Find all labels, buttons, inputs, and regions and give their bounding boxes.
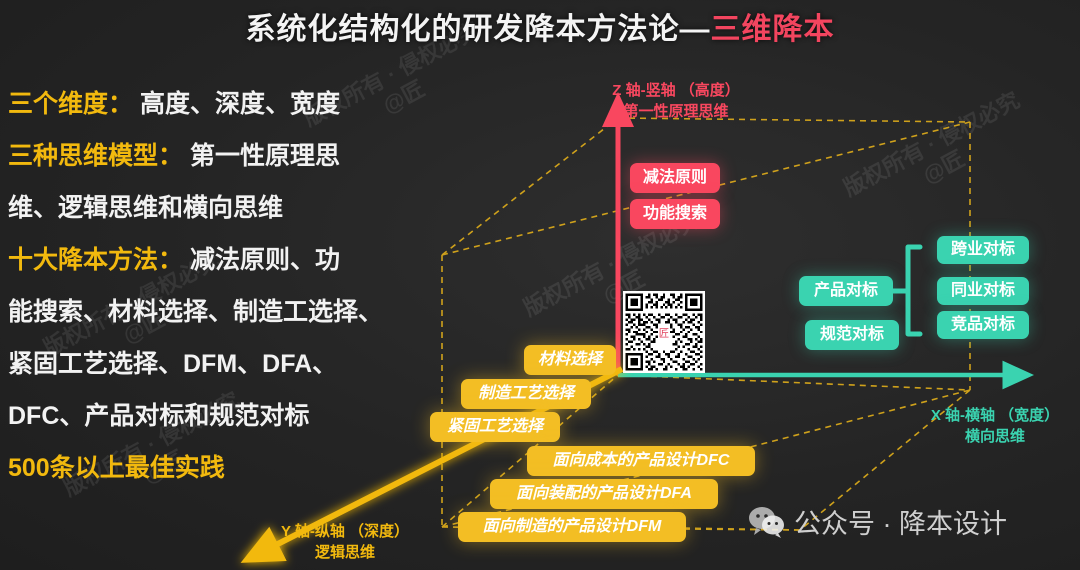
left-line-1-value: 高度、深度、宽度 — [139, 90, 340, 118]
x-axis-caption-line2: 横向思维 — [964, 428, 1025, 445]
left-line-3-value: 维、逻辑思维和横向思维 — [8, 194, 284, 222]
tag-design-for-cost-dfc[interactable]: 面向成本的产品设计DFC — [527, 446, 755, 476]
left-line-4-key: 十大降本方法： — [8, 246, 184, 274]
x-axis-caption: X 轴-横轴 （宽度） 横向思维 — [910, 405, 1080, 447]
left-line-5: 能搜索、材料选择、制造工选择、 — [8, 286, 428, 338]
left-line-4-value: 减法原则、功 — [189, 246, 340, 274]
wechat-icon — [749, 506, 784, 538]
tag-design-for-assembly-dfa[interactable]: 面向装配的产品设计DFA — [490, 479, 718, 509]
tag-design-for-manufacture-dfm[interactable]: 面向制造的产品设计DFM — [458, 512, 686, 542]
z-axis-caption-line2: 第一性原理思维 — [623, 103, 729, 120]
x-axis-caption-line1: X 轴-横轴 （宽度） — [930, 407, 1060, 424]
left-line-6: 紧固工艺选择、DFM、DFA、 — [8, 338, 428, 390]
tag-material-selection[interactable]: 材料选择 — [524, 345, 616, 375]
left-line-7-value: DFC、产品对标和规范对标 — [8, 402, 310, 430]
qr-code[interactable]: 匠 — [623, 291, 705, 373]
y-axis-caption-line1: Y 轴-纵轴 （深度） — [280, 523, 410, 540]
left-highlight: 500条以上最佳实践 — [8, 454, 225, 482]
left-line-7: DFC、产品对标和规范对标 — [8, 390, 428, 442]
left-line-3: 维、逻辑思维和横向思维 — [8, 182, 428, 234]
y-axis-caption-line2: 逻辑思维 — [314, 544, 375, 561]
z-axis-caption-line1: Z 轴-竖轴 （高度） — [612, 82, 740, 99]
y-axis-caption: Y 轴-纵轴 （深度） 逻辑思维 — [255, 521, 435, 563]
left-line-1: 三个维度： 高度、深度、宽度 — [8, 78, 428, 130]
tag-same-industry-benchmark[interactable]: 同业对标 — [937, 277, 1029, 305]
tag-standard-benchmark[interactable]: 规范对标 — [805, 320, 899, 350]
left-line-6-value: 紧固工艺选择、DFM、DFA、 — [8, 350, 338, 378]
left-text-panel: 三个维度： 高度、深度、宽度 三种思维模型： 第一性原理思 维、逻辑思维和横向思… — [8, 78, 428, 494]
tag-cross-industry-benchmark[interactable]: 跨业对标 — [937, 236, 1029, 264]
page-title-main: 系统化结构化的研发降本方法论— — [245, 13, 711, 46]
page-title-accent: 三维降本 — [710, 13, 835, 46]
left-line-4: 十大降本方法： 减法原则、功 — [8, 234, 428, 286]
tag-competitor-benchmark[interactable]: 竞品对标 — [937, 311, 1029, 339]
left-line-5-value: 能搜索、材料选择、制造工选择、 — [8, 298, 384, 326]
qr-center-glyph: 匠 — [659, 327, 669, 339]
left-line-2-key: 三种思维模型： — [8, 142, 184, 170]
z-axis-caption: Z 轴-竖轴 （高度） 第一性原理思维 — [566, 80, 786, 122]
left-line-2-value: 第一性原理思 — [189, 142, 340, 170]
left-line-1-key: 三个维度： — [8, 90, 134, 118]
page-title: 系统化结构化的研发降本方法论—三维降本 — [0, 4, 1080, 48]
left-line-2: 三种思维模型： 第一性原理思 — [8, 130, 428, 182]
wechat-account-text: 公众号 · 降本设计 — [794, 509, 1007, 539]
tag-product-benchmark[interactable]: 产品对标 — [799, 276, 893, 306]
wechat-footer: 公众号 · 降本设计 — [748, 502, 1007, 541]
tag-subtraction-principle[interactable]: 减法原则 — [630, 163, 720, 193]
tag-function-search[interactable]: 功能搜索 — [630, 199, 720, 229]
tag-fastening-process-selection[interactable]: 紧固工艺选择 — [430, 412, 560, 442]
tag-manufacturing-process-selection[interactable]: 制造工艺选择 — [461, 379, 591, 409]
qr-code-image: 匠 — [623, 291, 705, 373]
